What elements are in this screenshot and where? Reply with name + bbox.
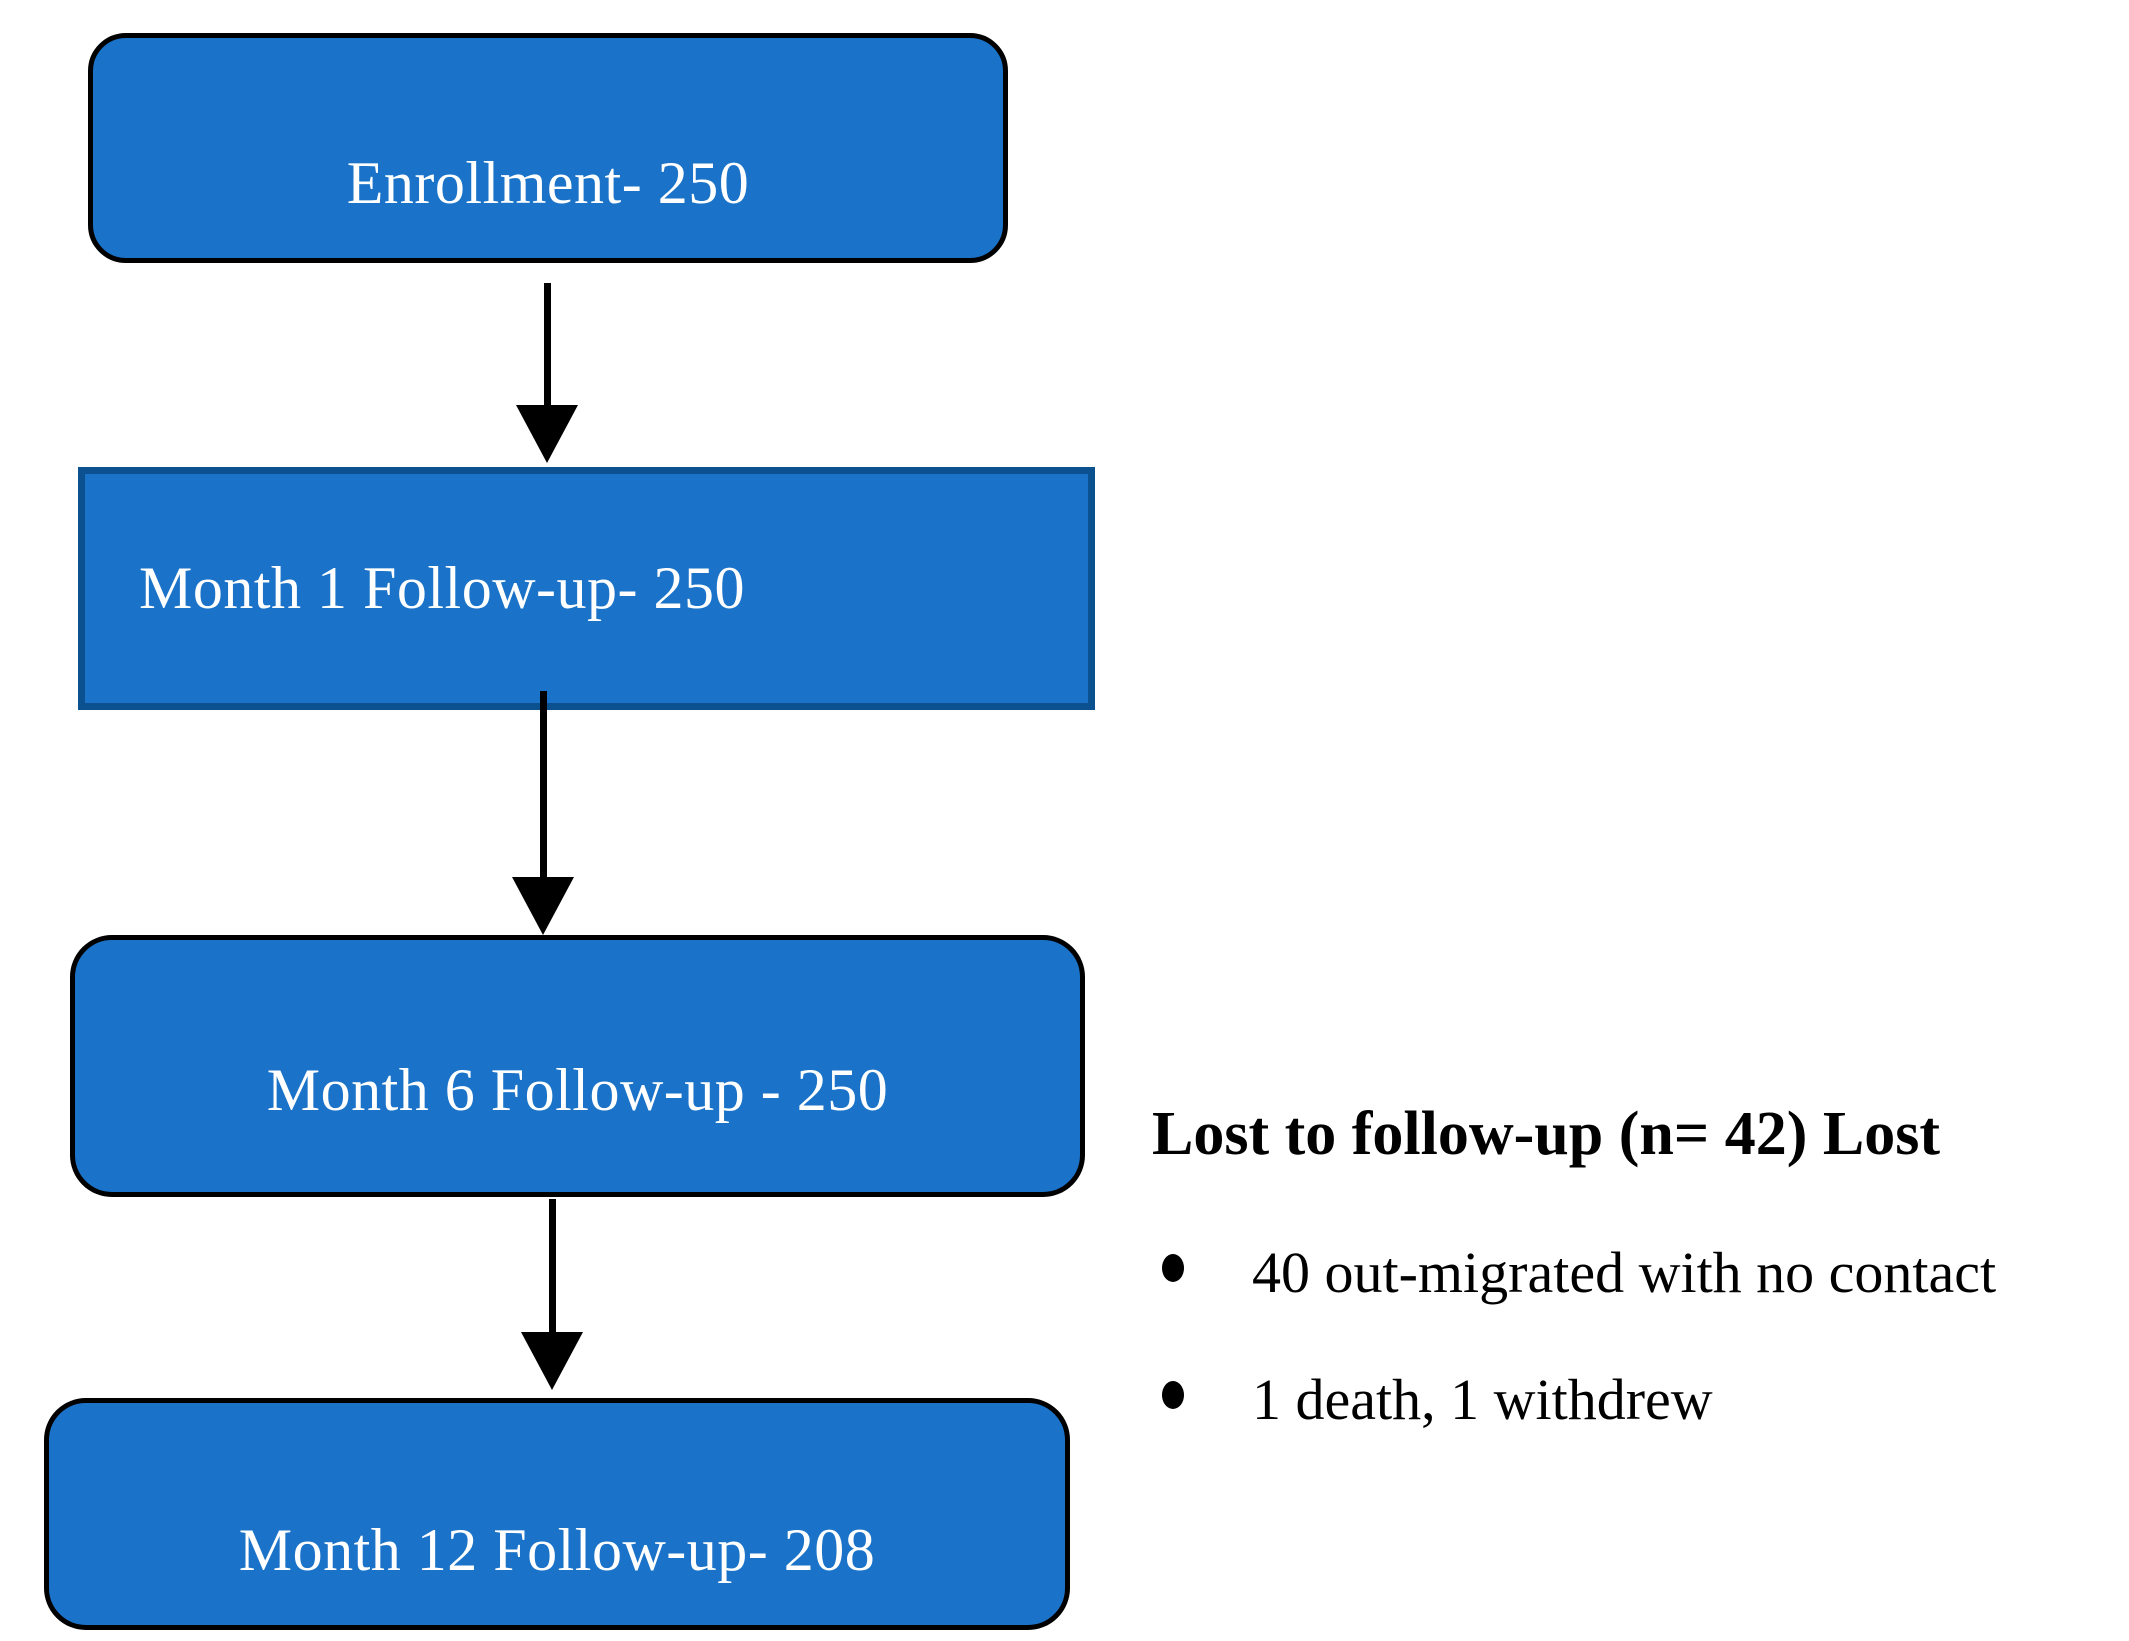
node-enrollment-label: Enrollment- 250: [346, 149, 750, 216]
lost-to-followup-heading: Lost to follow-up (n= 42) Lost: [1152, 1100, 1940, 1168]
bullet-text-out-migrated: 40 out-migrated with no contact: [1252, 1239, 1997, 1305]
bullet-item: 40 out-migrated with no contact: [1152, 1238, 2129, 1308]
node-month-6-followup: Month 6 Follow-up - 250: [70, 935, 1085, 1197]
bullet-item: 1 death, 1 withdrew: [1152, 1365, 2129, 1435]
arrow-head-icon: [512, 877, 574, 935]
arrow-head-icon: [516, 405, 578, 463]
arrow-head-icon: [521, 1332, 583, 1390]
bullet-dot-icon: [1162, 1253, 1184, 1282]
arrow-shaft: [548, 1199, 556, 1332]
node-month-12-label: Month 12 Follow-up- 208: [238, 1516, 876, 1583]
node-month-12-followup: Month 12 Follow-up- 208: [44, 1398, 1070, 1630]
node-month-6-label: Month 6 Follow-up - 250: [266, 1056, 889, 1123]
node-enrollment: Enrollment- 250: [88, 33, 1008, 263]
node-month-1-followup: Month 1 Follow-up- 250: [78, 467, 1095, 710]
down-arrow-2: [512, 691, 574, 935]
lost-to-followup-note: Lost to follow-up (n= 42) Lost 40 out-mi…: [1152, 1096, 2129, 1435]
bullet-dot-icon: [1162, 1381, 1184, 1410]
arrow-shaft: [543, 283, 551, 405]
node-month-1-label: Month 1 Follow-up- 250: [139, 555, 746, 621]
down-arrow-1: [516, 283, 578, 463]
bullet-text-death-withdrew: 1 death, 1 withdrew: [1252, 1367, 1713, 1433]
down-arrow-3: [521, 1199, 583, 1390]
arrow-shaft: [539, 691, 547, 877]
